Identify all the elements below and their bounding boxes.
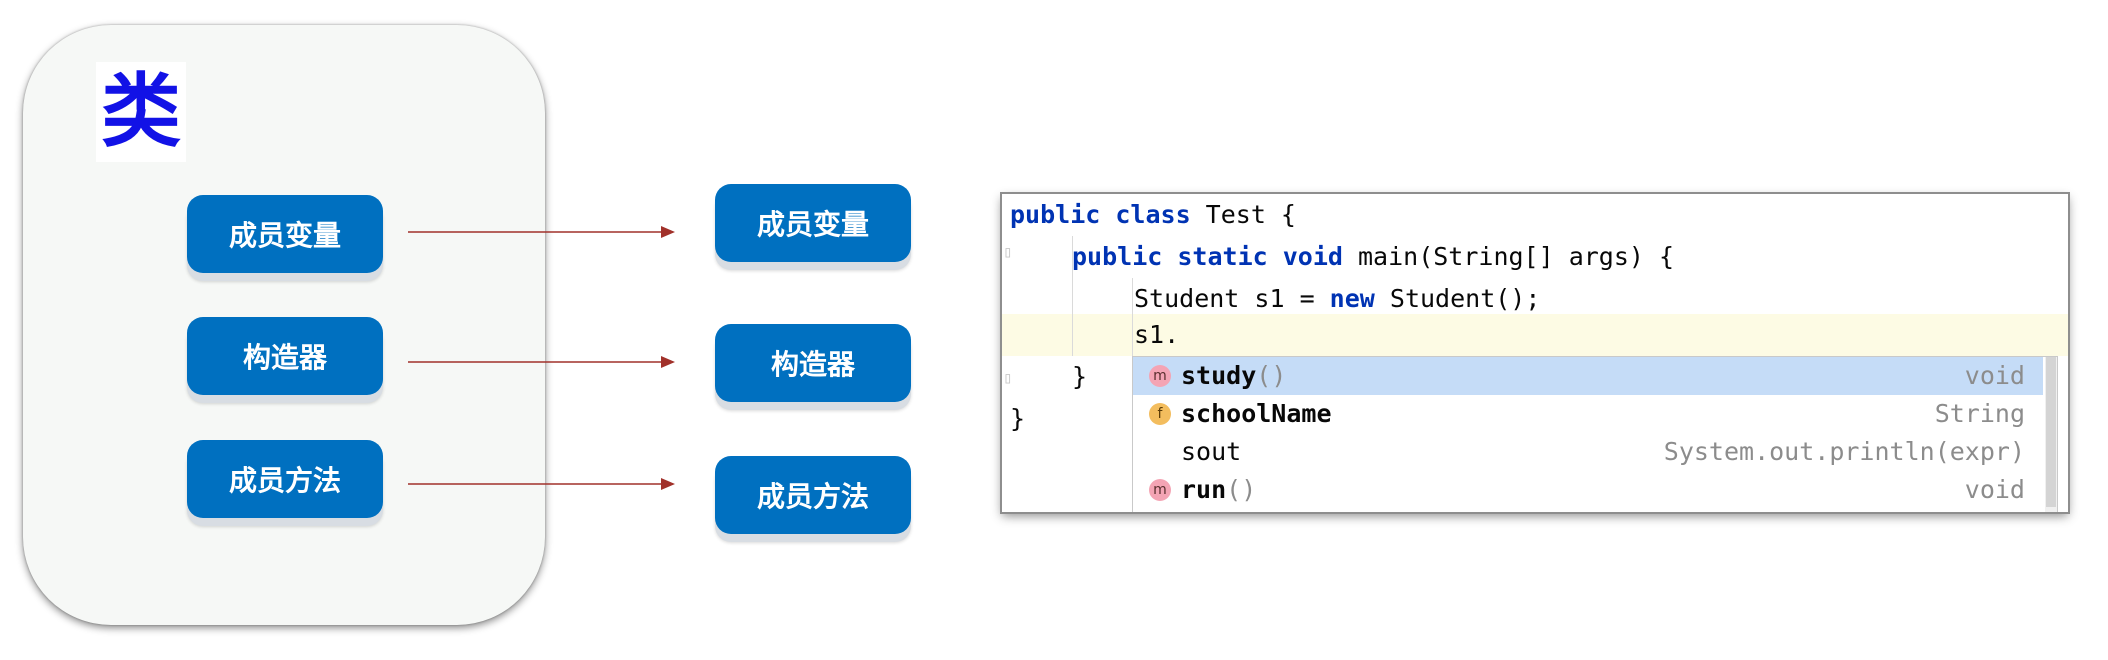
code-line-6[interactable]: }	[1010, 398, 1025, 440]
completion-type: void	[1964, 361, 2025, 390]
code-text: s1.	[1134, 320, 1180, 349]
completion-name: sout	[1181, 433, 1241, 471]
keyword: public class	[1010, 200, 1206, 229]
method-icon: m	[1149, 479, 1171, 501]
completion-item-schoolname[interactable]: f schoolName String	[1133, 395, 2043, 433]
right-member-variable-box: 成员变量	[715, 184, 911, 262]
completion-item-sout[interactable]: sout System.out.println(expr)	[1133, 433, 2043, 471]
left-member-variable-box: 成员变量	[187, 195, 383, 273]
code-text: Student s1 =	[1134, 284, 1330, 313]
completion-type: void	[1964, 475, 2025, 504]
indent-guide	[1132, 278, 1133, 362]
completion-name: schoolName	[1181, 395, 1332, 433]
completion-type: String	[1934, 399, 2025, 428]
code-editor: ▯ ▯ public class Test { public static vo…	[1002, 194, 2068, 512]
code-line-5[interactable]: }	[1072, 356, 1087, 398]
completion-name-text: sout	[1181, 437, 1242, 466]
completion-params: ()	[1226, 475, 1257, 504]
indent-guide	[1072, 236, 1073, 356]
completion-name-text: run	[1181, 475, 1227, 504]
keyword: new	[1329, 284, 1390, 313]
right-member-method-box: 成员方法	[715, 456, 911, 534]
completion-item-run[interactable]: m run() void	[1133, 471, 2043, 509]
code-line-4[interactable]: s1.	[1134, 314, 1179, 356]
method-icon: m	[1149, 365, 1171, 387]
left-member-method-box: 成员方法	[187, 440, 383, 518]
keyword: public static void	[1072, 242, 1358, 271]
code-line-2[interactable]: public static void main(String[] args) {	[1072, 236, 1674, 278]
class-title: 类	[96, 62, 186, 162]
code-completion-popup[interactable]: m study() void f schoolName String sout …	[1132, 356, 2058, 512]
current-line-highlight	[1002, 314, 2068, 356]
scrollbar-thumb[interactable]	[2046, 357, 2056, 507]
completion-name: study()	[1181, 357, 1286, 395]
completion-type: System.out.println(expr)	[1663, 437, 2025, 466]
completion-item-study[interactable]: m study() void	[1133, 357, 2043, 395]
code-text: }	[1010, 404, 1026, 433]
code-line-1[interactable]: public class Test {	[1010, 194, 1296, 236]
fold-marker-icon[interactable]: ▯	[1003, 242, 1013, 261]
code-text: }	[1072, 362, 1088, 391]
code-text: Test {	[1205, 200, 1296, 229]
completion-name-text: study	[1181, 361, 1257, 390]
fold-marker-icon[interactable]: ▯	[1003, 368, 1013, 387]
code-line-3[interactable]: Student s1 = new Student();	[1134, 278, 1540, 320]
code-text: Student();	[1389, 284, 1541, 313]
field-icon: f	[1149, 403, 1171, 425]
completion-params: ()	[1256, 361, 1287, 390]
popup-scrollbar[interactable]	[2045, 357, 2057, 512]
left-constructor-box: 构造器	[187, 317, 383, 395]
code-text: main(String[] args) {	[1357, 242, 1675, 271]
completion-name: run()	[1181, 471, 1256, 509]
completion-name-text: schoolName	[1181, 399, 1332, 428]
right-constructor-box: 构造器	[715, 324, 911, 402]
